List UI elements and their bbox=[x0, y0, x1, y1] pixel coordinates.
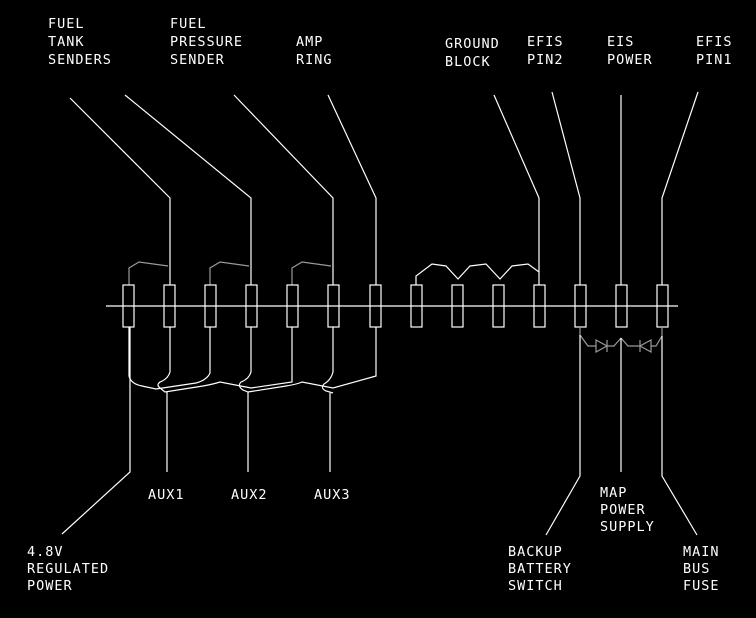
label-map-power-supply-2: POWER bbox=[600, 502, 646, 518]
label-fuel-tank-senders-2: TANK bbox=[48, 34, 85, 50]
cross-d bbox=[321, 327, 334, 394]
label-aux3: AUX3 bbox=[314, 487, 351, 503]
label-amp-ring-1: AMP bbox=[296, 34, 323, 50]
label-amp-ring-2: RING bbox=[296, 52, 333, 68]
label-map-power-supply-1: MAP bbox=[600, 485, 627, 501]
label-map-power-supply-3: SUPPLY bbox=[600, 519, 655, 535]
wire-efis-pin1 bbox=[661, 91, 699, 285]
label-efis-pin1-1: EFIS bbox=[696, 34, 733, 50]
jumper-2 bbox=[209, 261, 250, 285]
label-efis-pin1-2: PIN1 bbox=[696, 52, 733, 68]
label-backup-battery-switch-3: SWITCH bbox=[508, 578, 563, 594]
label-ground-block-2: BLOCK bbox=[445, 54, 491, 70]
wire-efis-pin2 bbox=[551, 91, 581, 285]
wire-amp-ring-b bbox=[327, 94, 377, 285]
diode-wire-mid-left bbox=[607, 337, 622, 347]
wire-amp-ring-a bbox=[233, 94, 334, 285]
terminal-10 bbox=[492, 284, 505, 328]
label-fuel-pressure-sender-3: SENDER bbox=[170, 52, 225, 68]
wire-fuel-pressure-sender bbox=[124, 94, 252, 285]
label-ground-block-1: GROUND bbox=[445, 36, 500, 52]
label-main-bus-fuse-3: FUSE bbox=[683, 578, 720, 594]
label-fuel-tank-senders-3: SENDERS bbox=[48, 52, 112, 68]
terminal-8 bbox=[410, 284, 423, 328]
diode-wire-mid-right bbox=[620, 337, 640, 347]
diode-wire-left bbox=[579, 327, 596, 347]
jumper-3 bbox=[291, 261, 332, 285]
label-backup-battery-switch-1: BACKUP bbox=[508, 544, 563, 560]
wire-ground-block bbox=[493, 94, 540, 285]
label-eis-power-2: POWER bbox=[607, 52, 653, 68]
label-efis-pin2-2: PIN2 bbox=[527, 52, 564, 68]
cross-b bbox=[157, 327, 293, 393]
crossover-wires bbox=[128, 327, 377, 394]
terminal-13 bbox=[615, 284, 628, 328]
label-fuel-pressure-sender-1: FUEL bbox=[170, 16, 207, 32]
wire-fuel-tank-senders bbox=[69, 97, 171, 285]
bottom-drops bbox=[61, 327, 698, 536]
wire-regulated-power bbox=[61, 327, 131, 535]
top-leader-wires bbox=[69, 91, 699, 285]
label-fuel-pressure-sender-2: PRESSURE bbox=[170, 34, 243, 50]
label-backup-battery-switch-2: BATTERY bbox=[508, 561, 572, 577]
jumper-1 bbox=[128, 261, 169, 285]
terminal-11 bbox=[533, 284, 546, 328]
label-eis-power-1: EIS bbox=[607, 34, 634, 50]
terminal-9 bbox=[451, 284, 464, 328]
wire-main-bus-fuse bbox=[661, 336, 698, 536]
wire-backup-battery-switch bbox=[545, 335, 581, 536]
label-main-bus-fuse-1: MAIN bbox=[683, 544, 720, 560]
diode-wire-right bbox=[651, 327, 663, 347]
diode-1-triangle bbox=[595, 338, 609, 354]
label-regulated-power-3: POWER bbox=[27, 578, 73, 594]
label-efis-pin2-1: EFIS bbox=[527, 34, 564, 50]
diodes bbox=[579, 327, 663, 354]
ground-block-arcs bbox=[415, 263, 540, 285]
label-fuel-tank-senders-1: FUEL bbox=[48, 16, 85, 32]
label-regulated-power-2: REGULATED bbox=[27, 561, 109, 577]
grey-jumpers bbox=[128, 261, 332, 285]
label-aux2: AUX2 bbox=[231, 487, 268, 503]
diode-2-triangle bbox=[638, 338, 652, 354]
label-aux1: AUX1 bbox=[148, 487, 185, 503]
label-main-bus-fuse-2: BUS bbox=[683, 561, 710, 577]
cross-c bbox=[238, 327, 377, 393]
label-regulated-power-1: 4.8V bbox=[27, 544, 64, 560]
